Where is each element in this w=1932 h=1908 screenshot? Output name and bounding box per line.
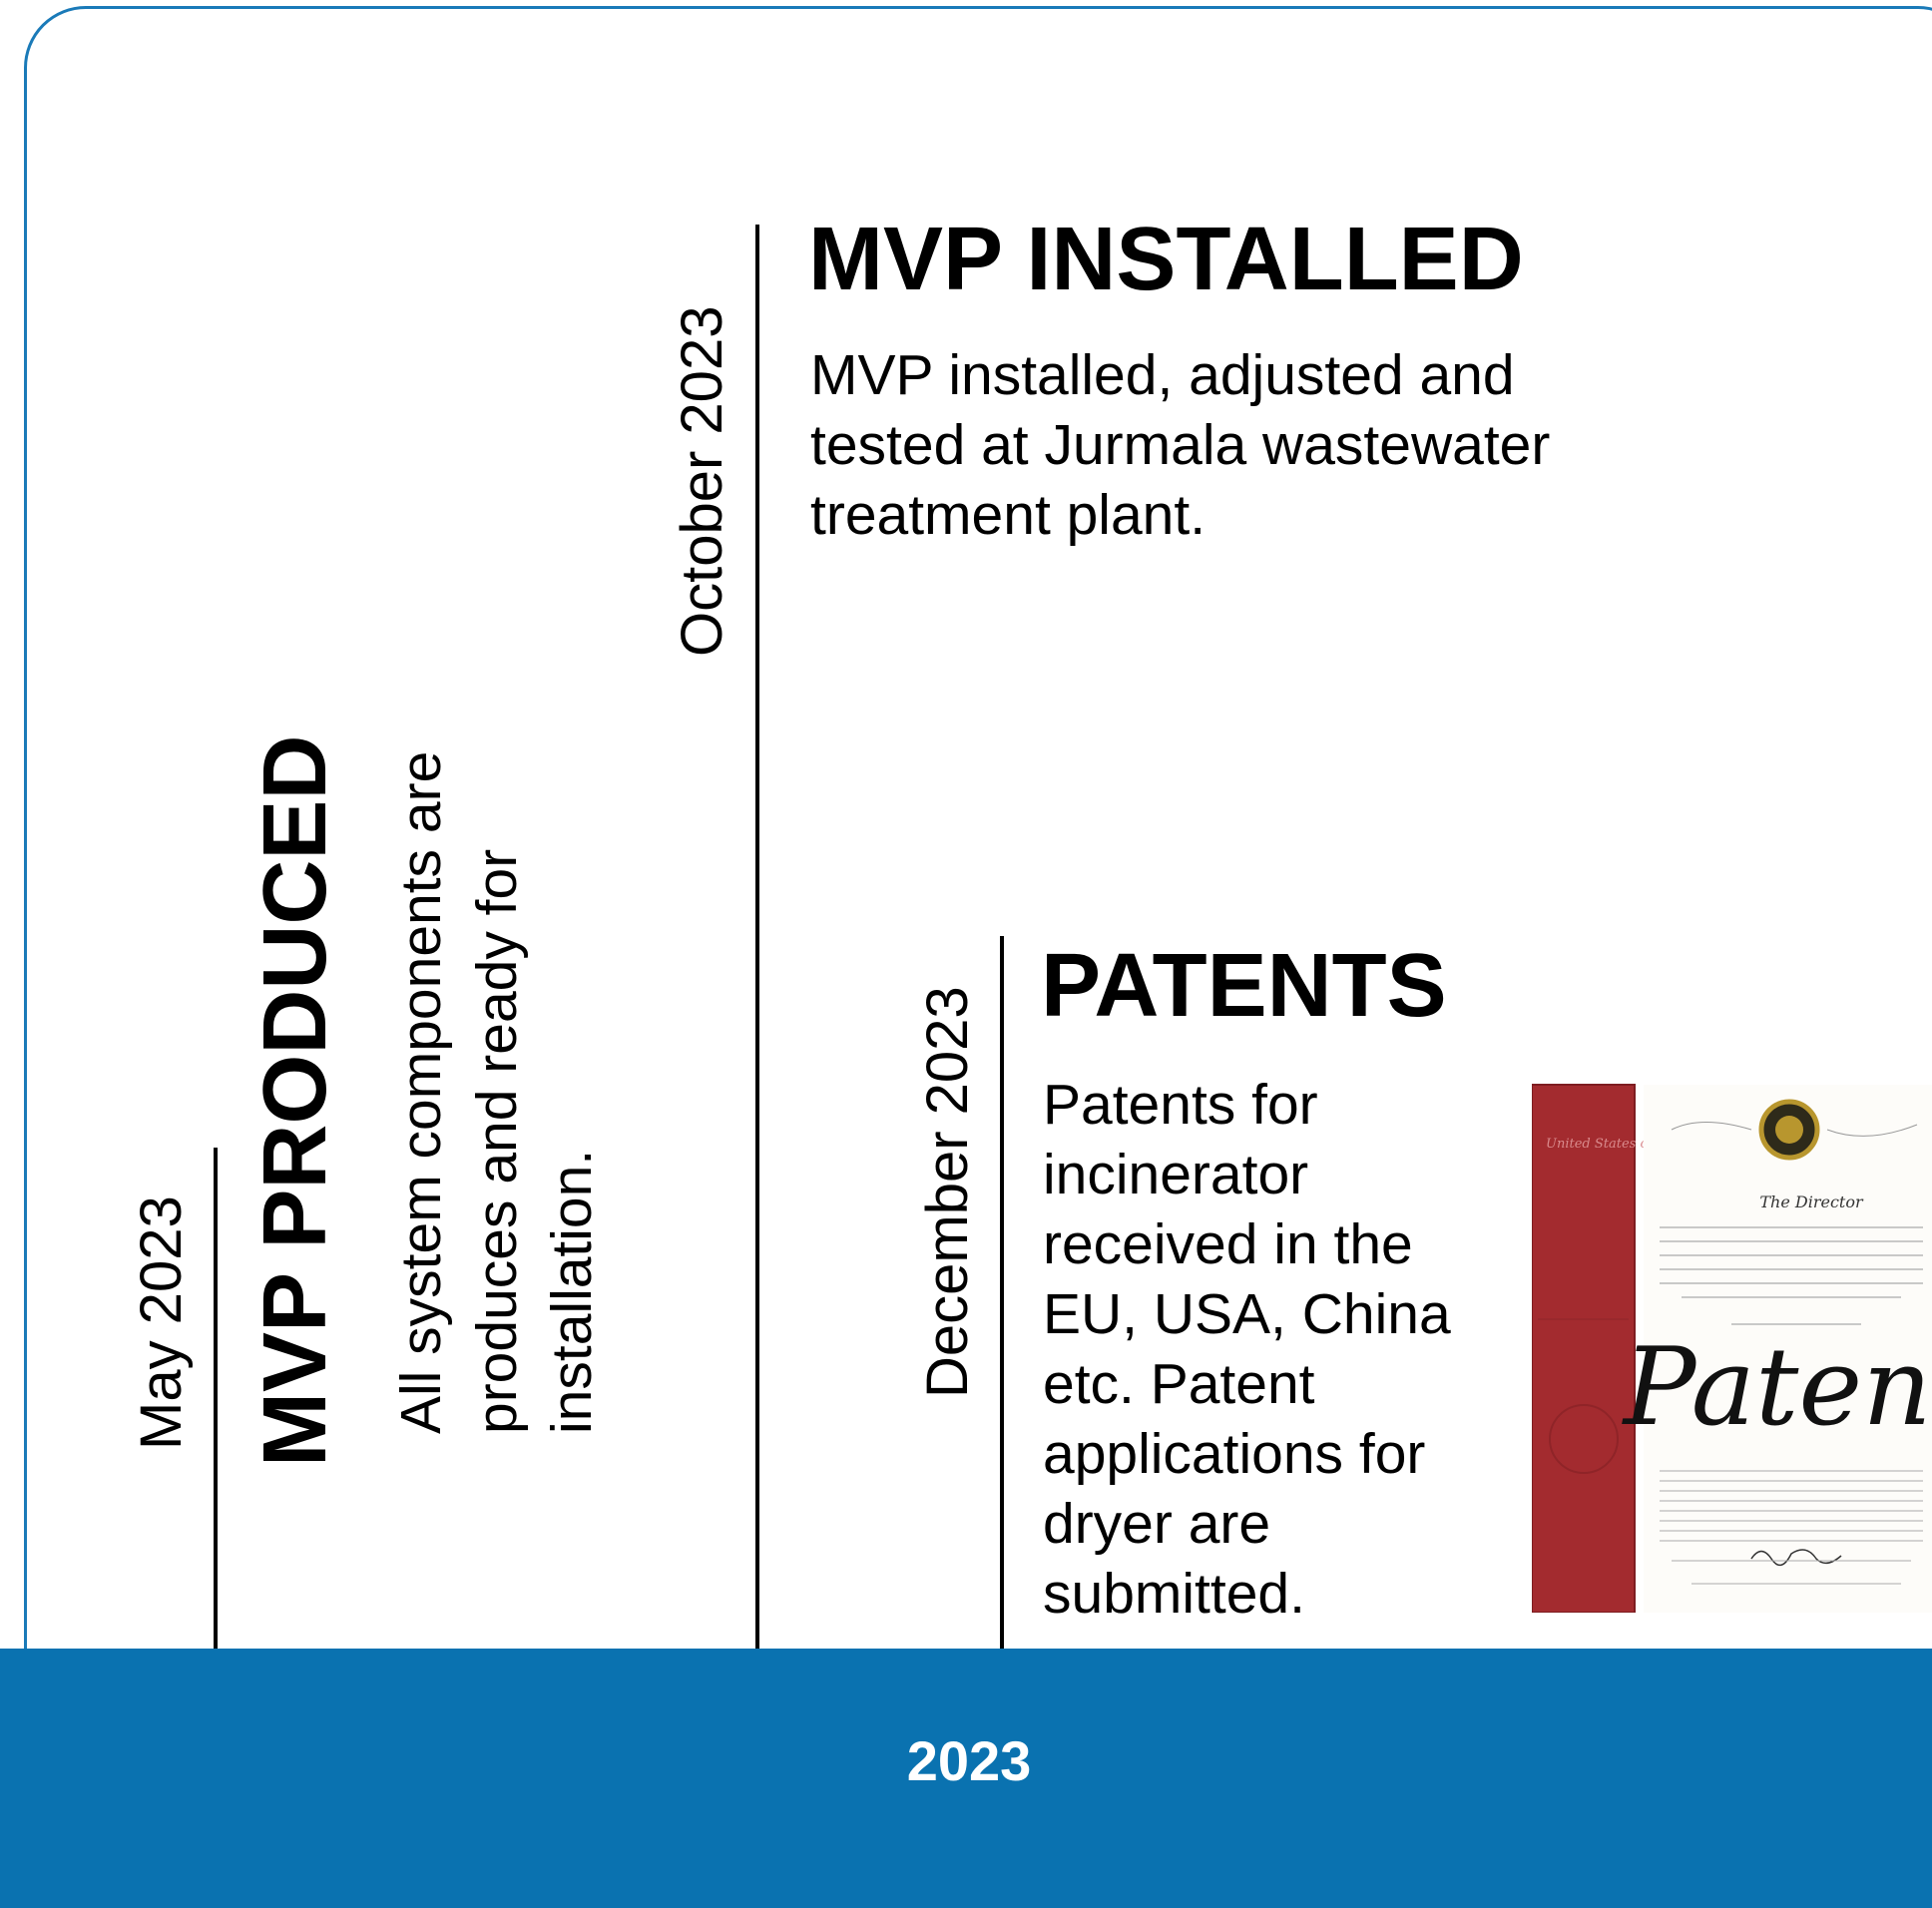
event-desc-line-2: produces and ready for [465,848,529,1434]
timeline-line-december [1000,936,1004,1657]
event-desc-mvp-installed: MVP installed, adjusted and tested at Ju… [810,343,1551,547]
timeline-line-may [214,1148,218,1657]
event-desc-line-3: installation. [540,1149,604,1434]
signature-icon [1750,1549,1842,1567]
event-title-mvp-produced: MVP PRODUCED [245,734,345,1467]
patent-script-title: Patent [1622,1325,1932,1450]
event-date-may: May 2023 [129,1195,194,1450]
year-label: 2023 [906,1729,1032,1792]
svg-text:The Director: The Director [1759,1192,1864,1211]
event-title-mvp-installed: MVP INSTALLED [808,210,1524,309]
timeline-line-october [755,225,759,1657]
event-desc-line-1: All system components are [389,750,453,1434]
patent-certificate-image: United States of America The Director Pa… [1532,1080,1932,1613]
event-date-october: October 2023 [670,305,734,657]
event-desc-patents: Patents for incinerator received in the … [1043,1073,1451,1626]
event-date-december: December 2023 [915,986,980,1398]
event-title-patents: PATENTS [1041,936,1447,1036]
